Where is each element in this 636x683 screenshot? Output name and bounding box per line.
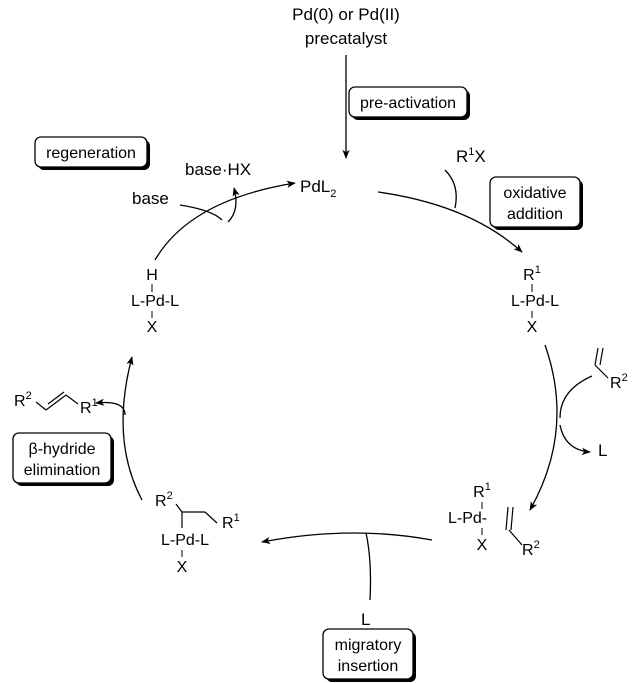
pre-activation-box: pre-activation	[348, 86, 470, 120]
svg-text:R2: R2	[610, 372, 628, 392]
cycle-arc-alkene-coordination	[529, 344, 558, 511]
base-reagent: base	[132, 189, 169, 208]
complex-oxidative-addition: R1 L-Pd-L X	[511, 264, 559, 336]
complex-insertion: R2 R1 L-Pd-L X	[155, 490, 240, 576]
svg-text:R1: R1	[222, 512, 240, 532]
migratory-insertion-label-1: migratory	[335, 637, 402, 654]
ligand-L-added: L	[361, 610, 370, 629]
migratory-insertion-box: migratory insertion	[322, 628, 416, 682]
svg-text:L-Pd-L: L-Pd-L	[131, 293, 179, 310]
alkene-entry-curve	[559, 375, 593, 419]
r1x-entry-curve	[444, 169, 457, 209]
oxidative-addition-label-1: oxidative	[503, 185, 566, 202]
svg-text:L-Pd-: L-Pd-	[448, 510, 487, 527]
ligand-L-released: L	[598, 441, 607, 460]
pre-activation-label: pre-activation	[360, 95, 456, 112]
precatalyst-line1: Pd(0) or Pd(II)	[292, 5, 400, 24]
regeneration-box: regeneration	[34, 136, 150, 170]
ligand-entry-curve	[365, 532, 372, 601]
complex-hydride: H L-Pd-L X	[131, 267, 179, 336]
product-exit-curve	[95, 398, 126, 416]
base-hx-byproduct: base·HX	[185, 160, 251, 179]
alkene-product: R2 R1	[14, 390, 98, 417]
pdl2-species: PdL2	[300, 177, 336, 200]
svg-text:X: X	[477, 537, 488, 554]
precatalyst-label: Pd(0) or Pd(II) precatalyst	[292, 5, 400, 48]
cycle-arc-oxidative-addition	[377, 191, 523, 253]
complex-pi-alkene: R1 L-Pd- X R2	[448, 481, 540, 559]
svg-text:R2: R2	[155, 490, 173, 510]
base-hx-exit-curve	[227, 187, 240, 223]
oxidative-addition-label-2: addition	[507, 206, 563, 223]
oxidative-addition-box: oxidative addition	[489, 176, 583, 230]
svg-text:X: X	[147, 319, 158, 336]
svg-text:H: H	[146, 267, 158, 284]
svg-text:R1: R1	[80, 397, 98, 417]
alkene-reagent: R2	[594, 347, 628, 392]
r1x-reagent: R1X	[456, 146, 486, 166]
svg-text:R2: R2	[14, 390, 32, 410]
svg-text:L-Pd-L: L-Pd-L	[511, 293, 559, 310]
beta-hydride-elimination-box: β-hydride elimination	[12, 432, 114, 486]
cycle-arc-beta-hydride-elimination	[122, 356, 143, 501]
regeneration-label: regeneration	[46, 145, 136, 162]
beta-hydride-label-2: elimination	[24, 462, 100, 479]
precatalyst-line2: precatalyst	[305, 29, 387, 48]
svg-text:R1: R1	[523, 264, 541, 284]
svg-text:X: X	[527, 319, 538, 336]
cycle-arc-migratory-insertion	[261, 532, 433, 544]
svg-text:R2: R2	[522, 539, 540, 559]
beta-hydride-label-1: β-hydride	[28, 441, 95, 458]
svg-text:L-Pd-L: L-Pd-L	[161, 532, 209, 549]
migratory-insertion-label-2: insertion	[338, 658, 398, 675]
svg-text:R1: R1	[473, 481, 491, 501]
base-entry-curve	[179, 204, 223, 221]
ligand-exit-curve	[559, 424, 591, 455]
svg-text:X: X	[177, 559, 188, 576]
cycle-arc-regeneration	[154, 180, 296, 261]
